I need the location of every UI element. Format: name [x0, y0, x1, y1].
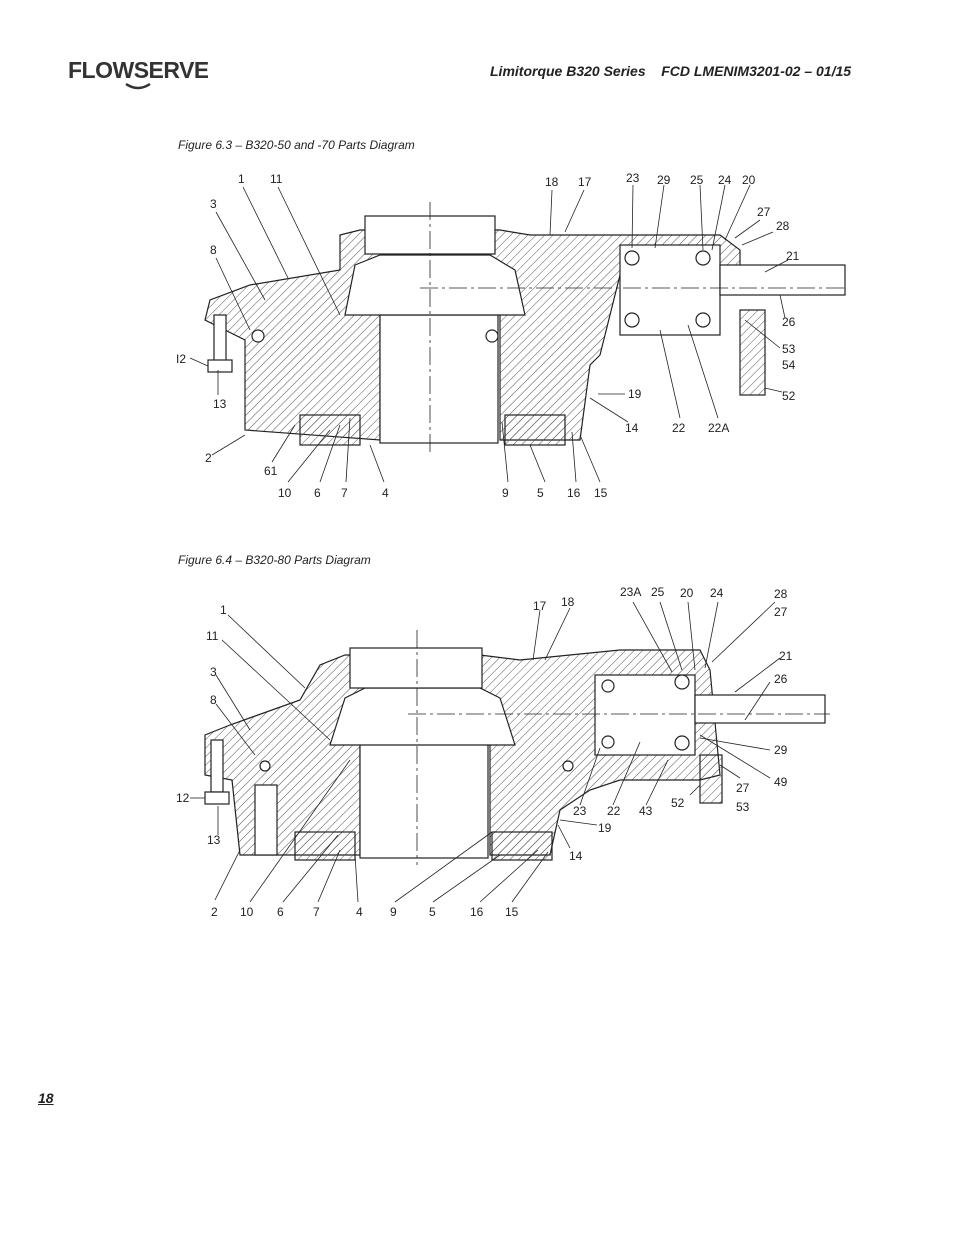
doc-code: FCD LMENIM3201-02 – 01/15	[661, 63, 852, 79]
fig63-label-5: 5	[537, 486, 544, 500]
fig64-label-1: 1	[220, 603, 227, 617]
fig64-label-52: 52	[671, 796, 685, 810]
fig63-label-3: 3	[210, 197, 217, 211]
fig64-label-23: 23	[573, 804, 587, 818]
fig64-label-28: 28	[774, 587, 788, 601]
fig63-label-24: 24	[718, 173, 732, 187]
fig64-label-8: 8	[210, 693, 217, 707]
fig63-label-29: 29	[657, 173, 671, 187]
fig63-label-27: 27	[757, 205, 771, 219]
fig64-label-20: 20	[680, 586, 694, 600]
fig64-label-29: 29	[774, 743, 788, 757]
fig63-label-21: 21	[786, 249, 800, 263]
fig64-label-53: 53	[736, 800, 750, 814]
fig64-label-9: 9	[390, 905, 397, 919]
fig63-label-22: 22	[672, 421, 686, 435]
fig63-label-2: 2	[205, 451, 212, 465]
fig63-label-1: 1	[238, 172, 245, 186]
fig63-label-9: 9	[502, 486, 509, 500]
fig64-label-13: 13	[207, 833, 221, 847]
fig63-label-6: 6	[314, 486, 321, 500]
flowserve-logo: FLOWSERVE	[68, 56, 209, 96]
fig63-label-28: 28	[776, 219, 790, 233]
fig63-label-10: 10	[278, 486, 292, 500]
fig64-label-16: 16	[470, 905, 484, 919]
document-header: Limitorque B320 Series FCD LMENIM3201-02…	[490, 63, 851, 79]
fig63-label-18: 18	[545, 175, 559, 189]
fig64-label-49: 49	[774, 775, 788, 789]
fig64-label-7: 7	[313, 905, 320, 919]
fig63-label-8: 8	[210, 243, 217, 257]
fig64-label-14: 14	[569, 849, 583, 863]
fig64-label-17: 17	[533, 599, 547, 613]
fig63-label-15: 15	[594, 486, 608, 500]
logo-swoosh	[125, 82, 151, 90]
figure-6-4-caption: Figure 6.4 – B320-80 Parts Diagram	[178, 553, 371, 567]
fig63-label-7: 7	[341, 486, 348, 500]
fig64-label-24: 24	[710, 586, 724, 600]
fig64-label-11: 11	[206, 629, 219, 643]
fig63-label-52: 52	[782, 389, 796, 403]
figure-6-3-caption: Figure 6.3 – B320-50 and -70 Parts Diagr…	[178, 138, 415, 152]
fig64-label-15: 15	[505, 905, 519, 919]
fig63-label-17: 17	[578, 175, 592, 189]
fig64-label-2: 2	[211, 905, 218, 919]
fig64-label-3: 3	[210, 665, 217, 679]
fig64-label-22: 22	[607, 804, 621, 818]
fig64-label-19: 19	[598, 821, 612, 835]
fig63-label-22A: 22A	[708, 421, 729, 435]
fig64-label-26: 26	[774, 672, 788, 686]
fig63-label-23: 23	[626, 171, 640, 185]
figure-6-4-diagram: 1 11 3 8 12 13 2 10 6 7 4 9 5 16 15 14 1…	[176, 585, 830, 919]
fig64-label-25: 25	[651, 585, 665, 599]
fig64-label-5: 5	[429, 905, 436, 919]
fig63-label-14: 14	[625, 421, 639, 435]
fig64-label-27b: 27	[736, 781, 750, 795]
fig63-label-I2: I2	[176, 352, 186, 366]
series-title: Limitorque B320 Series	[490, 63, 646, 79]
fig63-label-25: 25	[690, 173, 704, 187]
fig63-label-13: 13	[213, 397, 227, 411]
fig63-label-53: 53	[782, 342, 796, 356]
fig64-label-12: 12	[176, 791, 190, 805]
fig63-label-61: 61	[264, 464, 278, 478]
page-number: 18	[38, 1090, 54, 1106]
fig64-label-27: 27	[774, 605, 788, 619]
fig63-label-26: 26	[782, 315, 796, 329]
logo-text: FLOWSERVE	[68, 57, 208, 83]
fig63-label-11: 11	[270, 172, 283, 186]
figure-6-3-diagram: 1 11 3 8 I2 13 2 61 10 6 7 4 9 5 16 15 1…	[176, 171, 846, 500]
fig63-label-16: 16	[567, 486, 581, 500]
fig63-label-20: 20	[742, 173, 756, 187]
fig64-label-4: 4	[356, 905, 363, 919]
fig64-label-21: 21	[779, 649, 793, 663]
fig63-label-4: 4	[382, 486, 389, 500]
fig64-label-10: 10	[240, 905, 254, 919]
fig64-label-23A: 23A	[620, 585, 641, 599]
fig64-label-18: 18	[561, 595, 575, 609]
fig64-label-43: 43	[639, 804, 653, 818]
fig64-label-6: 6	[277, 905, 284, 919]
fig63-label-19: 19	[628, 387, 642, 401]
fig63-label-54: 54	[782, 358, 796, 372]
